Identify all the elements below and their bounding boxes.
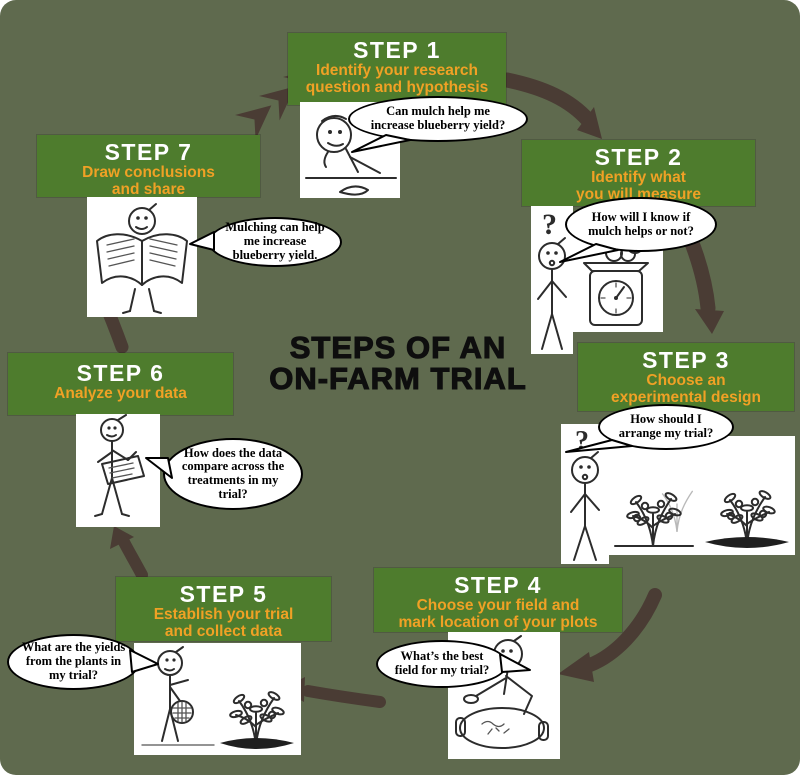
arrow-step4-to-step5: [302, 685, 386, 708]
step-3-plots-panel: [605, 436, 795, 555]
step-4-description: Choose your field and mark location of y…: [398, 597, 598, 631]
step-7-speech-text: Mulching can help me increase blueberry …: [225, 220, 325, 262]
step-3-speech-text: How should I arrange my trial?: [618, 412, 714, 440]
step-1-box: STEP 1 Identify your research question a…: [288, 33, 506, 105]
step-1-label: STEP 1: [353, 37, 441, 63]
step-5-illustration: [134, 643, 301, 755]
step-3-box: STEP 3 Choose an experimental design: [578, 343, 794, 411]
step-6-description: Analyze your data: [54, 385, 187, 403]
svg-text:?: ?: [575, 426, 589, 457]
step-7-illustration: [87, 197, 197, 317]
step-5-speech-text: What are the yields from the plants in m…: [21, 640, 126, 682]
questioning-farmer-icon: ?: [537, 208, 567, 350]
farmer-harvesting-with-basket-icon: [141, 646, 294, 749]
diagram-title: STEPS OF AN ON-FARM TRIAL: [269, 330, 527, 396]
step-5-description: Establish your trial and collect data: [153, 606, 294, 640]
step-3-speech-bubble: How should I arrange my trial?: [598, 404, 734, 450]
step-4-box: STEP 4 Choose your field and mark locati…: [374, 568, 622, 632]
step-1-description: Identify your research question and hypo…: [305, 62, 489, 96]
two-blueberry-bushes-comparison-icon: [614, 490, 789, 548]
step-3-figure-panel: ?: [561, 424, 609, 564]
step-6-label: STEP 6: [76, 360, 165, 386]
questioning-farmer-icon: ?: [570, 426, 600, 561]
step-2-box: STEP 2 Identify what you will measure: [522, 140, 755, 206]
farmer-reading-data-sheet-icon: [94, 414, 145, 517]
step-6-illustration: [76, 414, 160, 527]
step-6-speech-bubble: How does the data compare across the tre…: [163, 438, 303, 510]
step-6-box: STEP 6 Analyze your data: [8, 353, 233, 415]
step-3-description: Choose an experimental design: [611, 372, 761, 406]
step-6-speech-text: How does the data compare across the tre…: [181, 445, 285, 501]
step-4-speech-bubble: What’s the best field for my trial?: [376, 640, 508, 688]
step-2-speech-text: How will I know if mulch helps or not?: [588, 209, 694, 238]
step-4-speech-text: What’s the best field for my trial?: [394, 649, 490, 677]
farmer-with-open-book-icon: [96, 203, 188, 314]
svg-text:?: ?: [542, 208, 557, 241]
step-5-speech-bubble: What are the yields from the plants in m…: [7, 634, 140, 690]
step-2-speech-bubble: How will I know if mulch helps or not?: [565, 197, 717, 252]
step-4-label: STEP 4: [454, 572, 542, 598]
step-1-speech-text: Can mulch help me increase blueberry yie…: [370, 104, 506, 132]
step-5-box: STEP 5 Establish your trial and collect …: [116, 577, 331, 641]
step-1-speech-bubble: Can mulch help me increase blueberry yie…: [348, 96, 528, 142]
arrow-step5-to-step6: [118, 536, 148, 581]
step-7-speech-bubble: Mulching can help me increase blueberry …: [208, 217, 342, 267]
step-5-label: STEP 5: [179, 581, 268, 607]
step-7-label: STEP 7: [104, 139, 193, 165]
step-2-label: STEP 2: [594, 144, 683, 170]
arrow-step2-to-step3: [682, 230, 716, 316]
step-3-label: STEP 3: [642, 347, 730, 373]
step-7-description: Draw conclusions and share: [82, 164, 215, 198]
step-7-box: STEP 7 Draw conclusions and share: [37, 135, 260, 198]
